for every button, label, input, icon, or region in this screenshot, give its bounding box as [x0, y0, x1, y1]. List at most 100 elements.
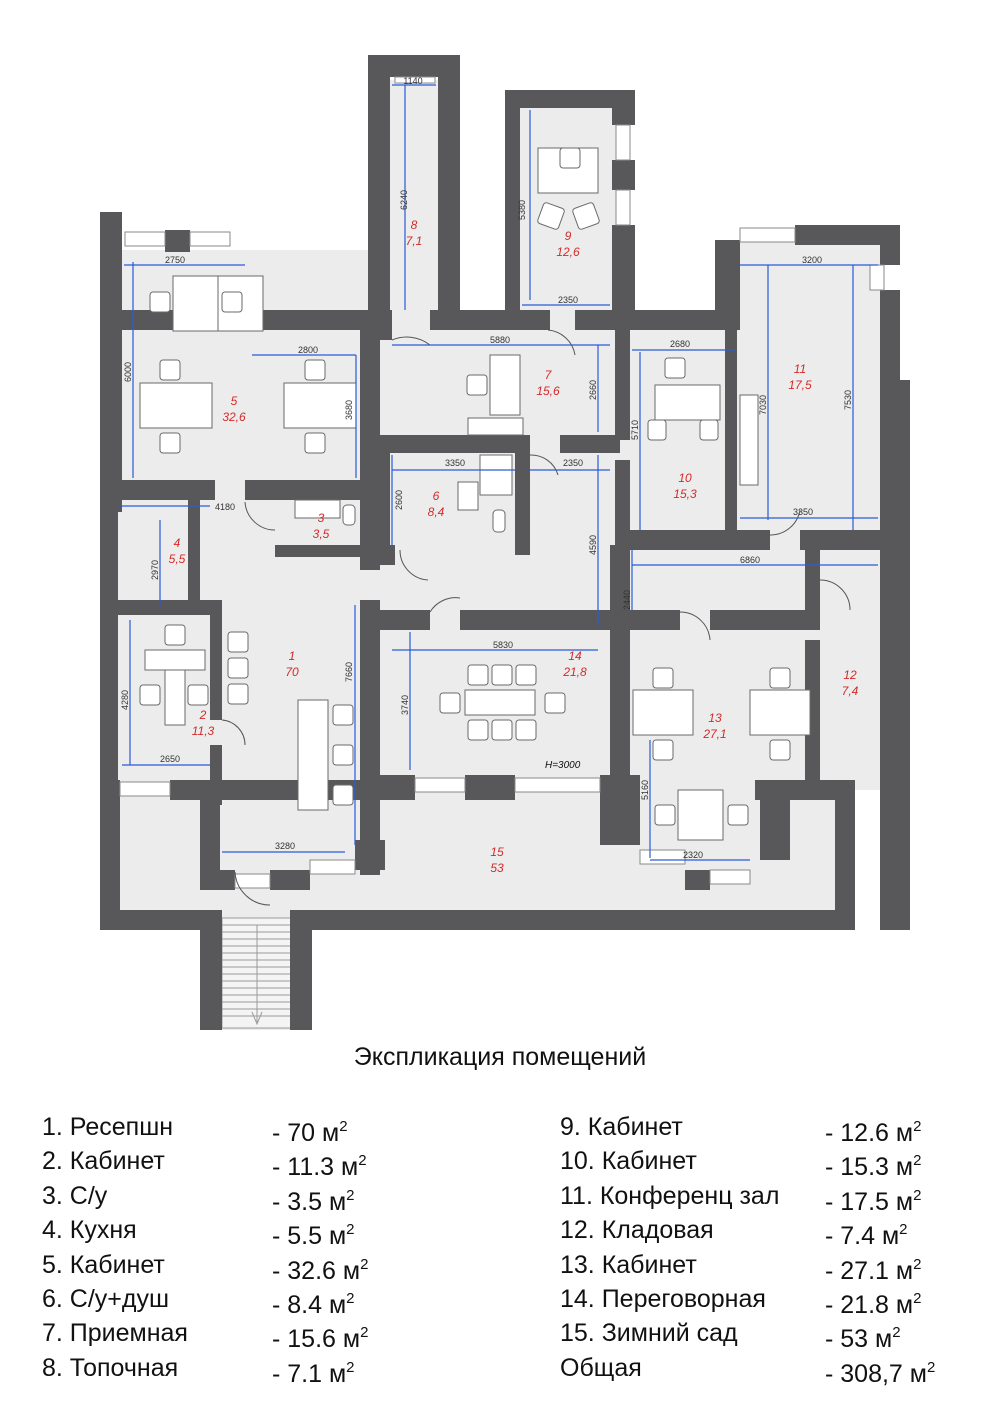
area-unit: м	[328, 1187, 347, 1216]
room-number-label: 9	[565, 229, 572, 243]
dimension-label: 3350	[445, 458, 465, 468]
room-name: 15. Зимний сад	[560, 1319, 738, 1348]
dimension-label: 6000	[123, 362, 133, 382]
explication-row: 1. Ресепшн- 70 м2	[42, 1110, 462, 1147]
room-number-label: 4	[174, 536, 181, 550]
room-area: - 12.6 м2	[825, 1110, 921, 1150]
room-number-label: 5	[231, 394, 238, 408]
area-unit: м	[328, 1222, 347, 1251]
room-number-label: 3	[318, 511, 325, 525]
dimension-label: 3280	[275, 841, 295, 851]
area-unit: м	[895, 1119, 914, 1147]
area-unit-superscript: 2	[899, 1221, 908, 1239]
room-area-label: 12,6	[556, 245, 580, 259]
explication-row: 8. Топочная - 7.1 м2	[42, 1351, 462, 1388]
dimension-label: 5380	[517, 200, 527, 220]
room-area-value: - 5.5	[272, 1222, 329, 1251]
room-number-label: 6	[433, 489, 440, 503]
windows	[119, 76, 885, 889]
area-unit-superscript: 2	[913, 1255, 922, 1273]
area-unit: м	[895, 1153, 914, 1182]
room-area-label: 8,4	[428, 505, 445, 519]
area-unit-superscript: 2	[346, 1358, 355, 1376]
dimension-label: 2350	[563, 458, 583, 468]
room-area-value: - 70	[272, 1119, 323, 1147]
room-area-value: - 7.1	[272, 1359, 329, 1388]
room-number-label: 8	[411, 218, 418, 232]
area-unit-superscript: 2	[913, 1152, 922, 1170]
room-number-label: 1	[289, 649, 296, 663]
room-area-label: 11,3	[192, 724, 215, 738]
area-unit-superscript: 2	[913, 1289, 922, 1307]
dimension-label: 2750	[165, 255, 185, 265]
room-name: 5. Кабинет	[42, 1250, 165, 1279]
explication-row: 4. Кухня- 5.5 м2	[42, 1213, 462, 1251]
dimension-label: 2350	[558, 295, 578, 305]
room-area-value: - 53	[825, 1325, 876, 1354]
room-area: - 308,7 м2	[825, 1351, 935, 1391]
area-unit: м	[328, 1290, 347, 1319]
room-name: 13. Кабинет	[560, 1250, 697, 1279]
area-unit: м	[895, 1187, 914, 1216]
dimension-label: 2970	[150, 560, 160, 580]
room-area-value: - 3.5	[272, 1187, 329, 1216]
room-area-value: - 308,7	[825, 1359, 910, 1388]
room-number-label: 15	[490, 845, 504, 859]
area-unit-superscript: 2	[913, 1118, 922, 1135]
furniture	[139, 147, 811, 841]
explication-row: 5. Кабинет- 32.6 м2	[42, 1248, 462, 1285]
dimension-lines	[120, 84, 878, 861]
room-area-label: 3,5	[313, 527, 330, 541]
room-area-label: 53	[490, 861, 504, 875]
dimension-label: 5160	[640, 780, 650, 800]
area-unit: м	[342, 1325, 361, 1354]
room-number-label: 13	[708, 711, 722, 725]
room-area: - 8.4 м2	[272, 1282, 355, 1322]
area-unit-superscript: 2	[913, 1186, 922, 1204]
room-name: 7. Приемная	[42, 1319, 188, 1348]
room-name: 11. Конференц зал	[560, 1181, 780, 1210]
area-unit-superscript: 2	[346, 1186, 355, 1204]
room-area-label: 15,3	[673, 487, 697, 501]
room-name: 12. Кладовая	[560, 1216, 714, 1245]
room-area-label: 70	[285, 665, 299, 679]
room-number-label: 2	[199, 708, 207, 722]
explication-row: 11. Конференц зал- 17.5 м2	[560, 1179, 980, 1216]
area-unit: м	[875, 1325, 893, 1354]
dimension-label: 6860	[740, 555, 760, 565]
area-unit-superscript: 2	[926, 1358, 936, 1376]
room-area-label: 7,4	[842, 684, 859, 698]
room-area: - 7.1 м2	[272, 1351, 355, 1391]
room-name: 3. С/у	[42, 1181, 108, 1210]
room-area-label: 27,1	[702, 727, 726, 741]
explication-row: 14. Переговорная- 21.8 м2	[560, 1282, 980, 1319]
area-unit: м	[322, 1119, 340, 1147]
room-area: - 53 м2	[825, 1316, 901, 1356]
explication-row: 7. Приемная- 15.6 м2	[42, 1316, 462, 1354]
area-unit: м	[895, 1290, 914, 1319]
room-name: Общая	[560, 1353, 642, 1382]
dimension-label: 3680	[344, 400, 354, 420]
explication-row: 12. Кладовая - 7.4 м2	[560, 1213, 980, 1250]
dimension-label: 3200	[802, 255, 822, 265]
dimension-label: 3350	[793, 507, 813, 517]
room-number-label: 12	[843, 668, 857, 682]
room-name: 4. Кухня	[42, 1216, 137, 1245]
dimension-label: 7030	[758, 395, 768, 415]
room-name: 2. Кабинет	[42, 1147, 165, 1176]
room-number-label: 7	[545, 368, 553, 382]
dimension-label: 2680	[670, 339, 690, 349]
room-name: 8. Топочная	[42, 1353, 179, 1382]
area-unit-superscript: 2	[892, 1324, 901, 1342]
room-area: - 11.3 м2	[272, 1144, 367, 1184]
room-number-label: 10	[678, 471, 692, 485]
dimension-label: 1140	[403, 76, 422, 86]
room-area: - 3.5 м2	[272, 1179, 355, 1219]
explication-row: 2. Кабинет - 11.3 м2	[42, 1144, 462, 1181]
room-area-value: - 7.4	[825, 1222, 882, 1251]
room-area-label: 21,8	[562, 665, 587, 679]
room-area: - 7.4 м2	[825, 1213, 908, 1253]
room-area-value: - 27.1	[825, 1256, 896, 1285]
